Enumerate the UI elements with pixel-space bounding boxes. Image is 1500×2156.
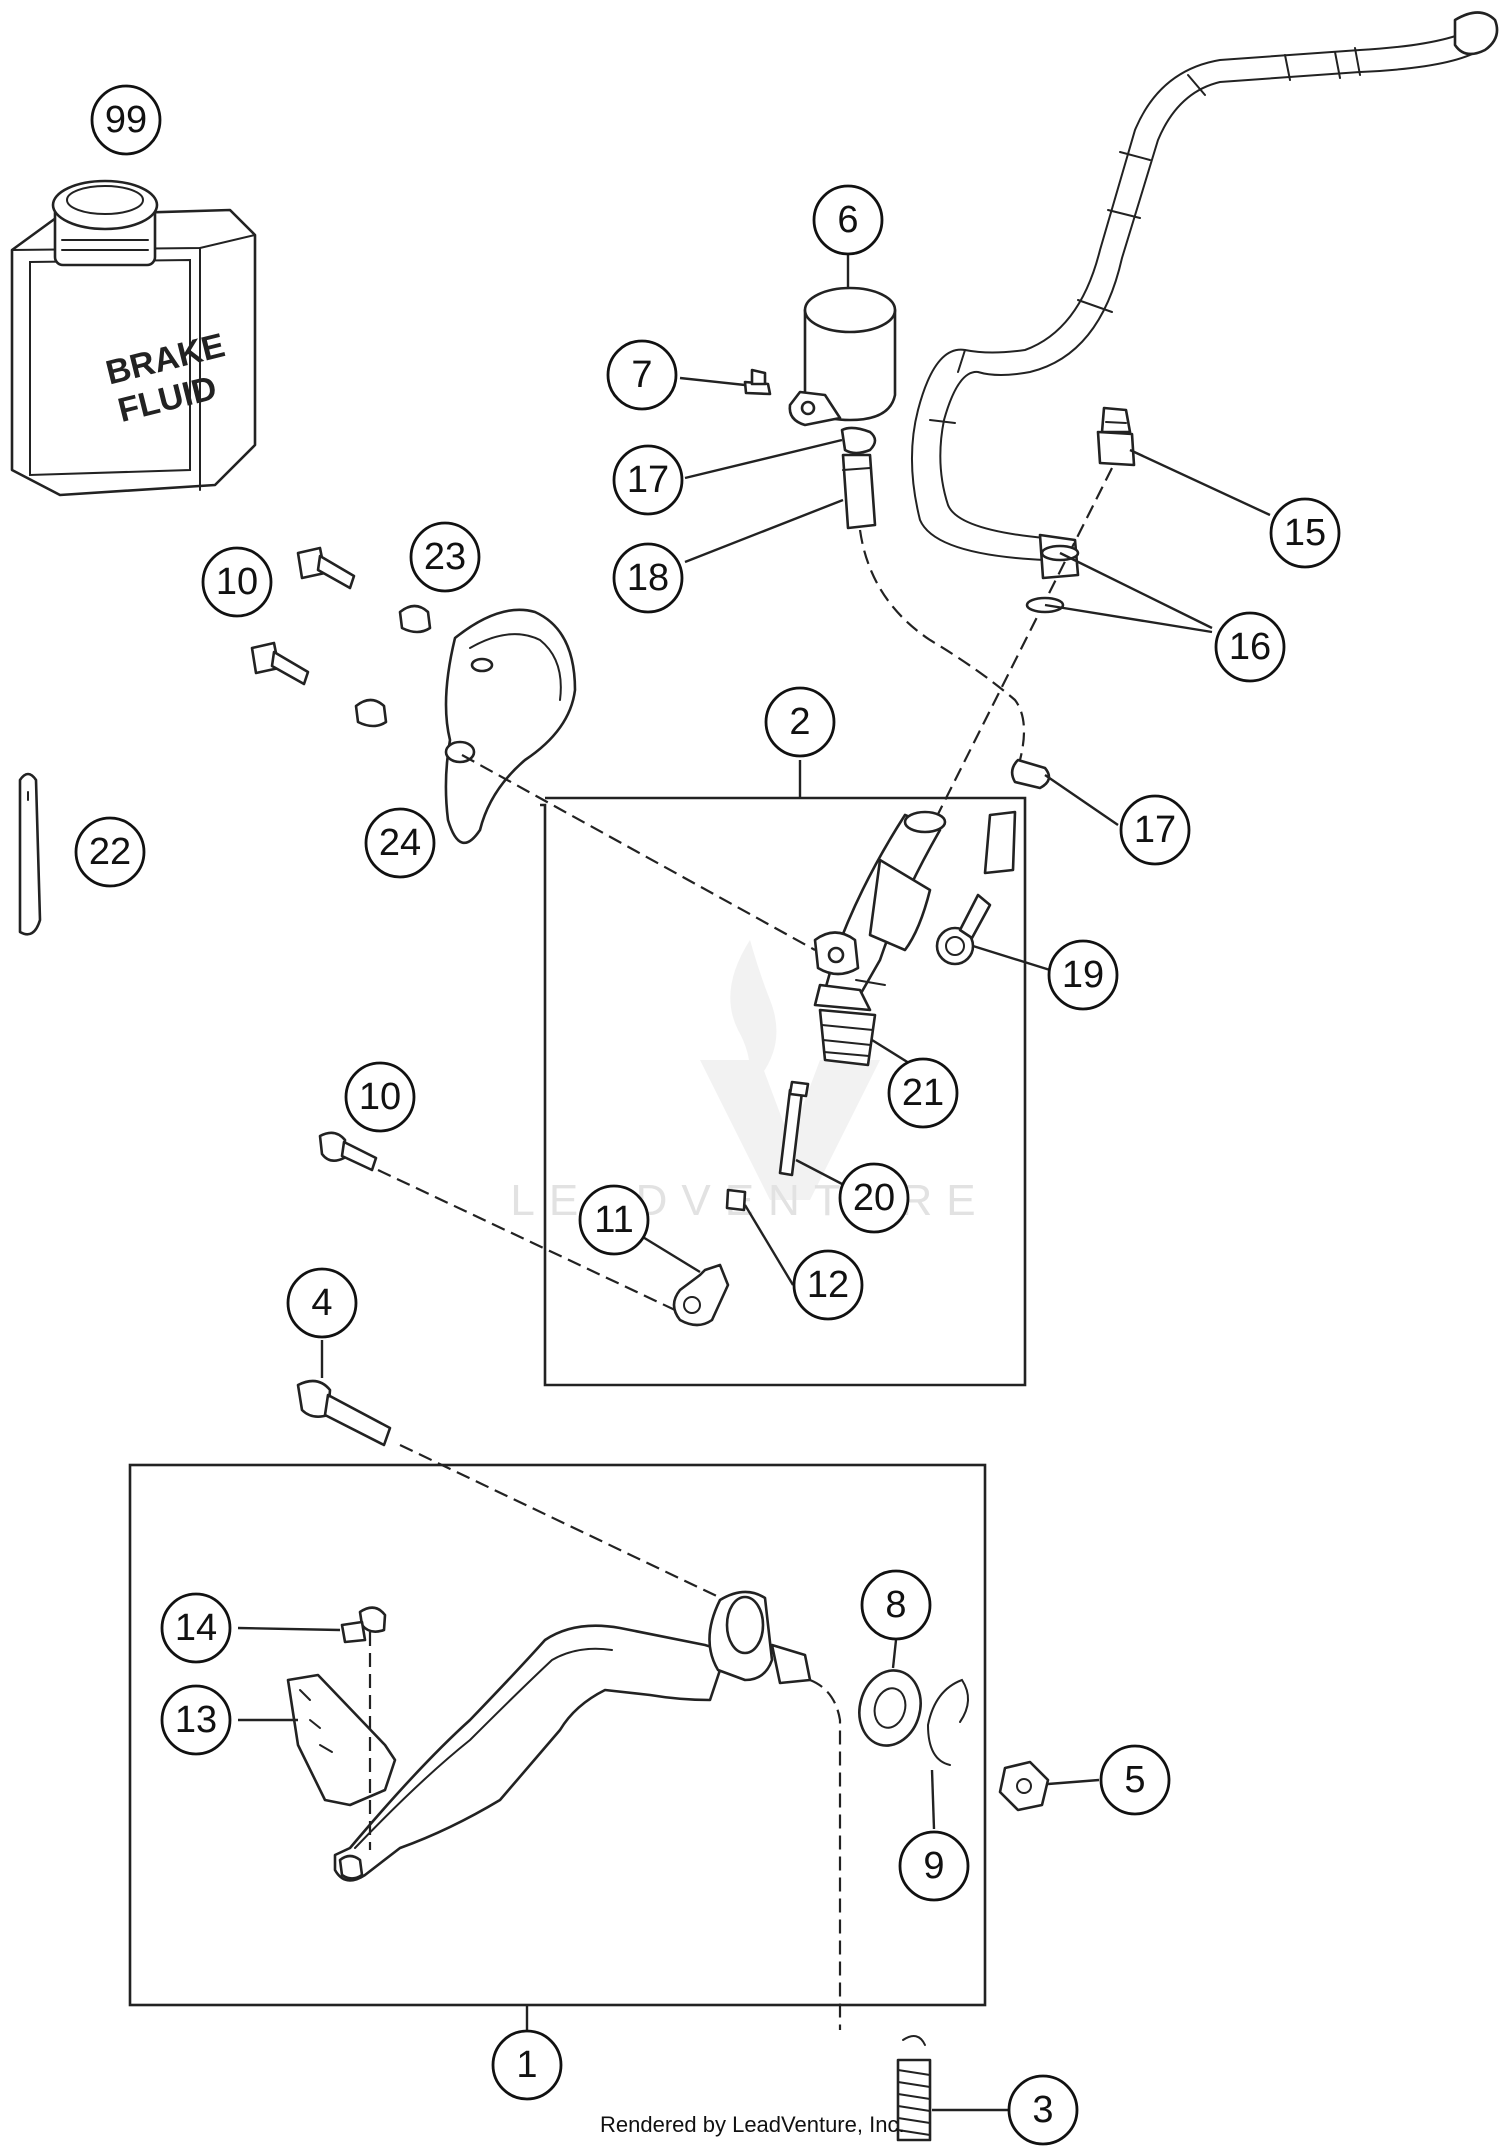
banjo-bolt: [1096, 406, 1136, 467]
svg-text:9: 9: [923, 1845, 944, 1887]
hose-clamp-lower: [1010, 758, 1051, 790]
svg-text:1: 1: [516, 2044, 537, 2086]
svg-text:15: 15: [1284, 512, 1326, 554]
svg-text:19: 19: [1062, 954, 1104, 996]
brake-hose: [910, 11, 1499, 580]
callout-15: 15: [1269, 497, 1341, 569]
callout-4: 4: [286, 1267, 358, 1339]
callout-99: 99: [90, 84, 162, 156]
callout-21: 21: [887, 1057, 959, 1129]
pivot-screw: [296, 1379, 392, 1447]
svg-text:12: 12: [807, 1264, 849, 1306]
callout-2: 2: [764, 686, 836, 758]
brake-pedal: [333, 1590, 812, 1882]
push-rod: [778, 1080, 810, 1177]
svg-text:17: 17: [627, 459, 669, 501]
protection-cover: [444, 608, 577, 844]
screw-lower: [318, 1131, 378, 1172]
svg-text:99: 99: [105, 99, 147, 141]
rubber-boot: [818, 1008, 877, 1067]
lock-nut: [725, 1188, 747, 1212]
svg-text:2: 2: [789, 701, 810, 743]
svg-text:16: 16: [1229, 626, 1271, 668]
callout-3: 3: [1007, 2074, 1079, 2146]
svg-text:8: 8: [885, 1584, 906, 1626]
callout-18: 18: [612, 542, 684, 614]
callout-8: 8: [860, 1569, 932, 1641]
svg-text:7: 7: [631, 354, 652, 396]
callout-7: 7: [606, 339, 678, 411]
callout-20: 20: [838, 1162, 910, 1234]
hose-clamp-upper: [840, 426, 877, 455]
watermark-logo: [700, 940, 880, 1200]
nut-upper-1: [398, 604, 432, 634]
callout-1: 1: [491, 2029, 563, 2101]
master-cylinder: [813, 810, 947, 1012]
washers: [1025, 544, 1080, 614]
callout-17-upper: 17: [612, 444, 684, 516]
callout-23: 23: [409, 521, 481, 593]
hose-fitting: [935, 893, 992, 966]
brake-fluid-container: BRAKE FLUID: [10, 179, 257, 497]
callout-10-lower: 10: [344, 1061, 416, 1133]
callout-5: 5: [1099, 1744, 1171, 1816]
cable-tie: [18, 772, 42, 936]
leader-lines: [237, 255, 1271, 2112]
callout-22: 22: [74, 816, 146, 888]
callout-19: 19: [1047, 939, 1119, 1011]
reservoir-hose: [841, 453, 877, 530]
callout-24: 24: [364, 807, 436, 879]
callout-13: 13: [160, 1684, 232, 1756]
screw-upper-2: [250, 641, 310, 686]
render-credit: Rendered by LeadVenture, Inc.: [600, 2112, 905, 2137]
hose-stub: [983, 810, 1017, 875]
svg-text:4: 4: [311, 1282, 332, 1324]
svg-text:21: 21: [902, 1072, 944, 1114]
bearing: [858, 1669, 922, 1747]
svg-text:24: 24: [379, 822, 421, 864]
svg-text:22: 22: [89, 831, 131, 873]
callout-12: 12: [792, 1249, 864, 1321]
fork-head: [672, 1263, 730, 1327]
pedal-step: [286, 1673, 397, 1807]
step-screw: [340, 1606, 387, 1644]
callout-9: 9: [898, 1830, 970, 1902]
svg-text:13: 13: [175, 1699, 217, 1741]
svg-text:14: 14: [175, 1607, 217, 1649]
nut-upper-2: [354, 698, 388, 728]
callout-10-upper: 10: [201, 546, 273, 618]
callout-14: 14: [160, 1592, 232, 1664]
svg-text:23: 23: [424, 536, 466, 578]
circlip: [926, 1678, 969, 1766]
svg-text:3: 3: [1032, 2089, 1053, 2131]
callout-11: 11: [578, 1184, 650, 1256]
reservoir-bolt: [743, 368, 772, 396]
svg-text:6: 6: [837, 199, 858, 241]
callout-16: 16: [1214, 611, 1286, 683]
svg-text:17: 17: [1134, 809, 1176, 851]
callout-6: 6: [812, 184, 884, 256]
svg-text:10: 10: [216, 561, 258, 603]
svg-text:5: 5: [1124, 1759, 1145, 1801]
reservoir-hose-path: [858, 529, 1026, 761]
assembly-box-1: [128, 1463, 987, 2007]
collar-nut: [998, 1760, 1050, 1812]
svg-text:18: 18: [627, 557, 669, 599]
screw-upper-1: [296, 546, 356, 590]
reservoir: [788, 286, 897, 427]
svg-text:20: 20: [853, 1177, 895, 1219]
return-spring: [896, 2035, 932, 2142]
callout-17-lower: 17: [1119, 794, 1191, 866]
svg-text:10: 10: [359, 1076, 401, 1118]
svg-text:11: 11: [594, 1199, 633, 1241]
